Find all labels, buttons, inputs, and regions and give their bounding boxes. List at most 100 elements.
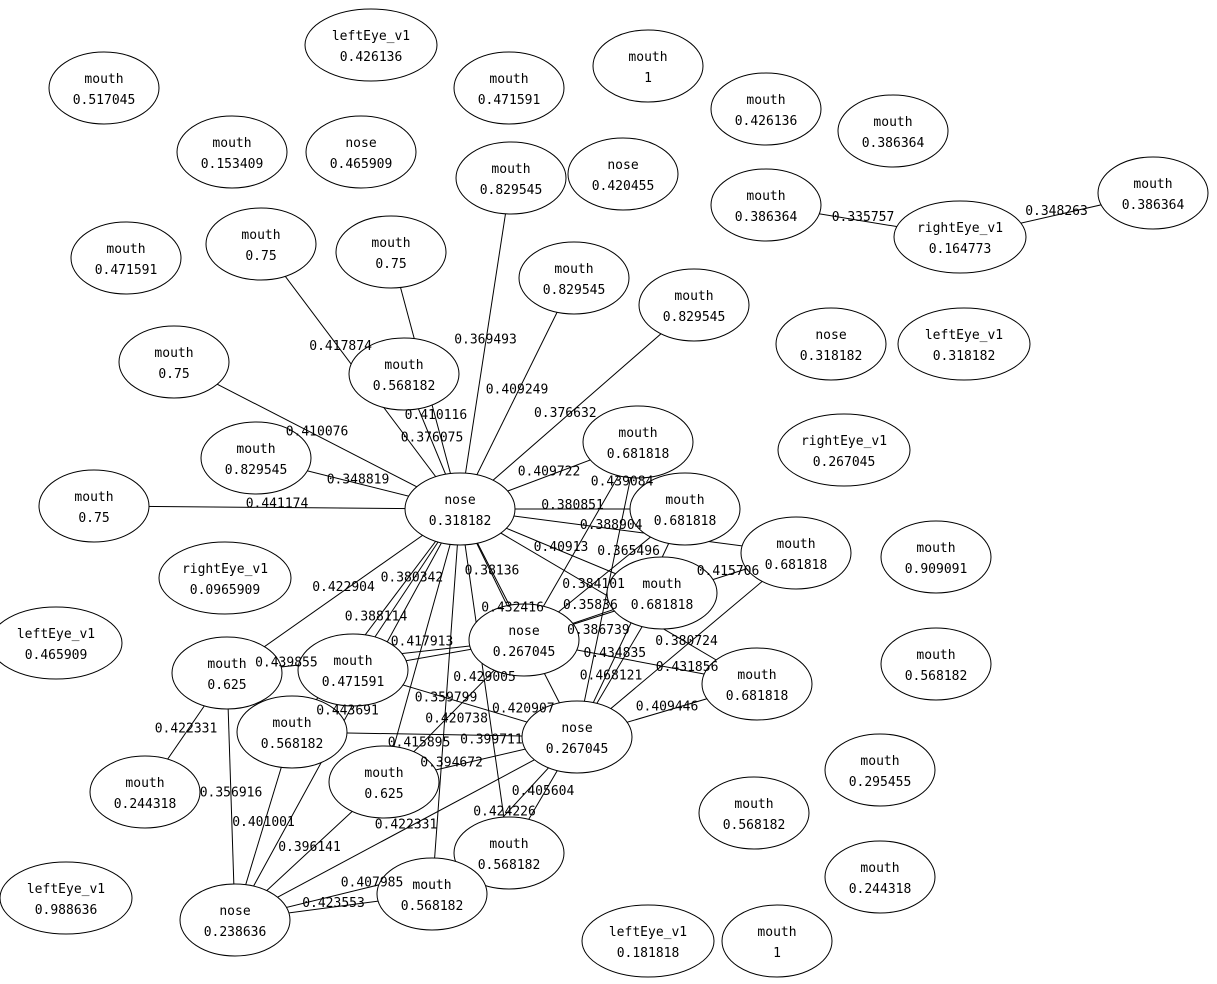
edge-weight-label: 0.422331 (375, 818, 438, 833)
graph-node[interactable]: mouth 0.153409 (176, 115, 288, 189)
graph-node[interactable]: leftEye_v10.318182 (897, 307, 1031, 381)
edge-weight-label: 0.386739 (567, 623, 630, 638)
node-label: mouth (734, 797, 773, 812)
node-ellipse (171, 636, 283, 710)
node-label: mouth (746, 189, 785, 204)
edge-weight-label: 0.396141 (278, 840, 341, 855)
node-value: 0.153409 (201, 157, 264, 172)
node-label: mouth (106, 242, 145, 257)
node-value: 0.164773 (929, 242, 992, 257)
node-value: 0.909091 (905, 562, 968, 577)
graph-node[interactable]: rightEye_v10.267045 (777, 413, 911, 487)
node-ellipse (775, 307, 887, 381)
node-value: 0.420455 (592, 179, 655, 194)
edge-weight-label: 0.410076 (286, 425, 349, 440)
edge-weight-label: 0.417913 (391, 635, 454, 650)
node-ellipse (740, 516, 852, 590)
graph-node[interactable]: leftEye_v10.988636 (0, 861, 133, 935)
node-label: leftEye_v1 (17, 627, 95, 642)
edge-labels-layer: 0.4178740.4101160.3694930.4092490.376632… (155, 204, 1088, 911)
node-value: 1 (644, 71, 652, 86)
graph-node[interactable]: rightEye_v10.0965909 (158, 541, 292, 615)
node-label: mouth (860, 861, 899, 876)
node-ellipse (701, 647, 813, 721)
graph-node[interactable]: leftEye_v10.465909 (0, 606, 123, 680)
graph-node[interactable]: rightEye_v10.164773 (893, 200, 1027, 274)
node-value: 0.267045 (493, 645, 556, 660)
node-value: 0.829545 (663, 310, 726, 325)
edge-weight-label: 0.380342 (381, 571, 444, 586)
edge-weight-label: 0.359799 (415, 691, 478, 706)
node-label: mouth (212, 136, 251, 151)
node-ellipse (567, 137, 679, 211)
node-ellipse (404, 472, 516, 546)
edge-weight-label: 0.376632 (534, 406, 597, 421)
graph-edge (226, 672, 236, 921)
edge-weight-label: 0.365496 (597, 544, 660, 559)
node-label: mouth (916, 648, 955, 663)
edge-weight-label: 0.409446 (636, 700, 699, 715)
edge-weight-label: 0.420738 (425, 712, 488, 727)
node-label: mouth (757, 925, 796, 940)
edge-weight-label: 0.38136 (465, 564, 520, 579)
node-ellipse (824, 840, 936, 914)
graph-node[interactable]: leftEye_v10.426136 (304, 8, 438, 82)
graph-node[interactable]: leftEye_v10.181818 (581, 904, 715, 978)
node-ellipse (582, 405, 694, 479)
node-value: 0.318182 (429, 514, 492, 529)
node-ellipse (710, 72, 822, 146)
node-label: rightEye_v1 (801, 434, 887, 449)
node-label: mouth (489, 72, 528, 87)
node-label: mouth (628, 50, 667, 65)
node-label: mouth (860, 754, 899, 769)
node-ellipse (205, 207, 317, 281)
node-label: mouth (125, 776, 164, 791)
node-ellipse (698, 776, 810, 850)
node-ellipse (236, 695, 348, 769)
edge-weight-label: 0.432416 (481, 601, 544, 616)
graph-node[interactable]: mouth 1 (592, 29, 704, 103)
